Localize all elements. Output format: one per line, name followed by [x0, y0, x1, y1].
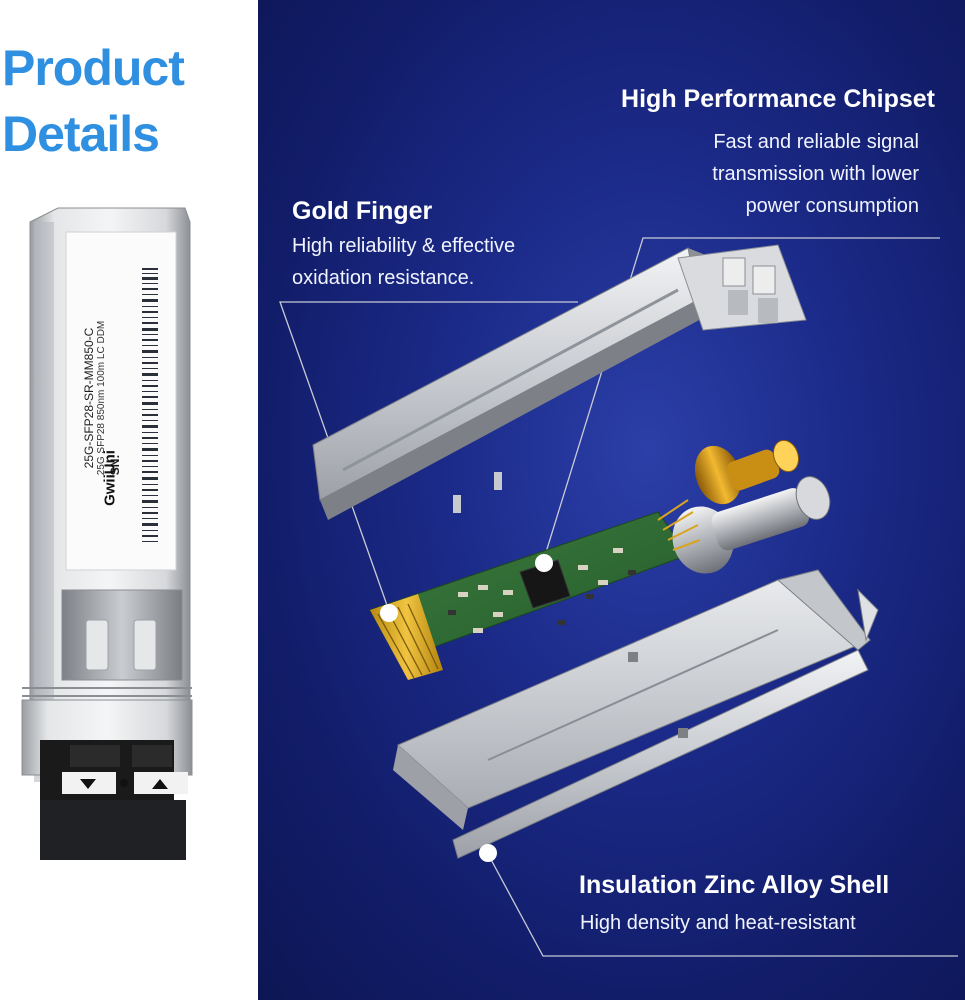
callout-dots	[380, 554, 553, 862]
shell-title: Insulation Zinc Alloy Shell	[579, 871, 890, 899]
gold-finger-description: High reliability & effective oxidation r…	[292, 230, 592, 294]
chipset-description: Fast and reliable signal transmission wi…	[619, 126, 919, 222]
exploded-view-illustration	[279, 237, 958, 957]
chipset-desc-line: transmission with lower	[712, 163, 919, 185]
sfp-module-illustration	[21, 207, 193, 860]
shell-dot	[479, 844, 497, 862]
product-image-panel: Product Details	[0, 0, 258, 1000]
chipset-dot	[535, 554, 553, 572]
heading-line-1: Product	[2, 40, 185, 96]
shell-description: High density and heat-resistant	[580, 907, 920, 939]
chipset-title: High Performance Chipset	[621, 85, 935, 113]
bottom-shell	[393, 569, 879, 859]
exploded-view-panel: High Performance Chipset Fast and reliab…	[258, 0, 965, 1000]
gold-finger-desc-line: High reliability & effective	[292, 235, 516, 257]
pcb-assembly	[369, 439, 831, 680]
shell-desc-line: High density and heat-resistant	[580, 912, 856, 934]
gold-finger-desc-line: oxidation resistance.	[292, 267, 475, 289]
top-shell	[312, 244, 807, 520]
gold-finger-title: Gold Finger	[292, 197, 433, 225]
heading-line-2: Details	[2, 106, 160, 162]
chipset-desc-line: power consumption	[745, 195, 919, 217]
chipset-desc-line: Fast and reliable signal	[713, 131, 919, 153]
gold-finger-dot	[380, 604, 398, 622]
sfp-module-body	[21, 207, 193, 860]
